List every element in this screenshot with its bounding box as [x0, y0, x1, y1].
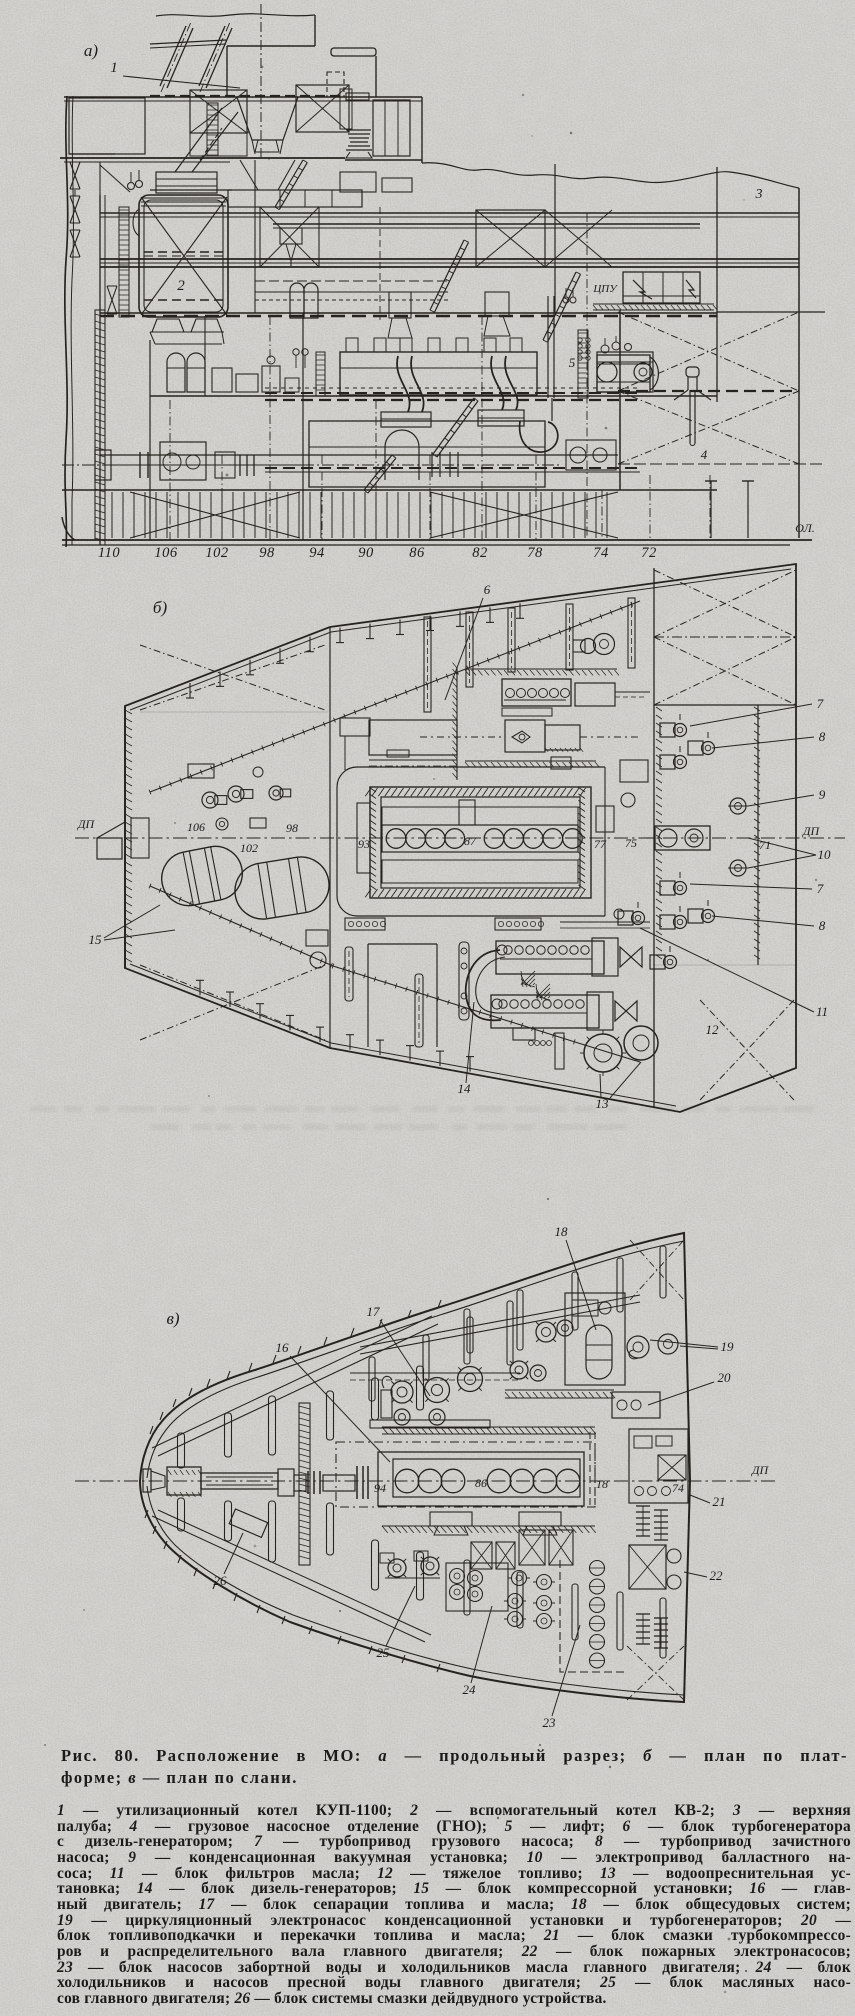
svg-text:72: 72	[641, 545, 657, 561]
svg-text:11: 11	[816, 1004, 828, 1019]
svg-text:21: 21	[713, 1494, 726, 1509]
svg-text:в): в)	[166, 1309, 179, 1328]
svg-text:13: 13	[596, 1096, 610, 1111]
svg-text:93: 93	[358, 837, 370, 851]
svg-text:15: 15	[89, 932, 103, 947]
svg-text:ДП: ДП	[802, 824, 821, 838]
svg-text:12: 12	[706, 1022, 720, 1037]
svg-text:25: 25	[377, 1645, 391, 1660]
svg-text:ЦПУ: ЦПУ	[592, 283, 618, 295]
svg-text:26: 26	[214, 1573, 228, 1588]
svg-text:94: 94	[374, 1481, 386, 1495]
svg-text:3: 3	[755, 187, 763, 202]
svg-text:20: 20	[718, 1370, 732, 1385]
svg-text:77: 77	[594, 837, 607, 851]
svg-text:ДП: ДП	[751, 1463, 770, 1477]
svg-text:98: 98	[259, 545, 275, 561]
svg-text:7: 7	[817, 881, 824, 896]
svg-text:86: 86	[475, 1476, 487, 1490]
svg-text:102: 102	[240, 841, 258, 855]
svg-text:8: 8	[819, 918, 826, 933]
svg-text:71: 71	[759, 838, 771, 852]
svg-text:22: 22	[710, 1568, 724, 1583]
svg-text:82: 82	[472, 545, 488, 561]
svg-text:87: 87	[464, 834, 477, 848]
svg-text:75: 75	[625, 836, 637, 850]
svg-text:18: 18	[596, 1477, 608, 1491]
svg-text:86: 86	[409, 545, 425, 561]
svg-text:б): б)	[153, 598, 168, 617]
svg-text:18: 18	[555, 1224, 569, 1239]
svg-text:74: 74	[672, 1481, 684, 1495]
svg-text:74: 74	[593, 545, 609, 561]
svg-text:ДП: ДП	[77, 817, 96, 831]
svg-text:24: 24	[463, 1682, 477, 1697]
svg-text:16: 16	[276, 1340, 290, 1355]
svg-text:8: 8	[819, 729, 826, 744]
svg-text:14: 14	[458, 1081, 472, 1096]
svg-text:6: 6	[484, 582, 491, 597]
svg-text:102: 102	[205, 545, 228, 561]
svg-text:106: 106	[187, 820, 205, 834]
svg-text:110: 110	[98, 545, 120, 561]
svg-text:94: 94	[309, 545, 325, 561]
svg-text:17: 17	[367, 1304, 381, 1319]
svg-text:19: 19	[721, 1339, 735, 1354]
svg-text:106: 106	[154, 545, 178, 561]
svg-text:10: 10	[818, 847, 832, 862]
svg-text:98: 98	[286, 821, 298, 835]
svg-text:1: 1	[110, 60, 118, 76]
svg-text:9: 9	[819, 787, 826, 802]
svg-text:а): а)	[84, 41, 99, 60]
svg-text:ОЛ.: ОЛ.	[795, 521, 815, 535]
svg-text:2: 2	[177, 278, 185, 294]
svg-text:90: 90	[358, 545, 374, 561]
svg-text:7: 7	[817, 696, 824, 711]
svg-text:4: 4	[701, 447, 708, 462]
svg-text:23: 23	[543, 1715, 557, 1730]
svg-text:5: 5	[569, 355, 576, 370]
svg-text:78: 78	[527, 545, 543, 561]
